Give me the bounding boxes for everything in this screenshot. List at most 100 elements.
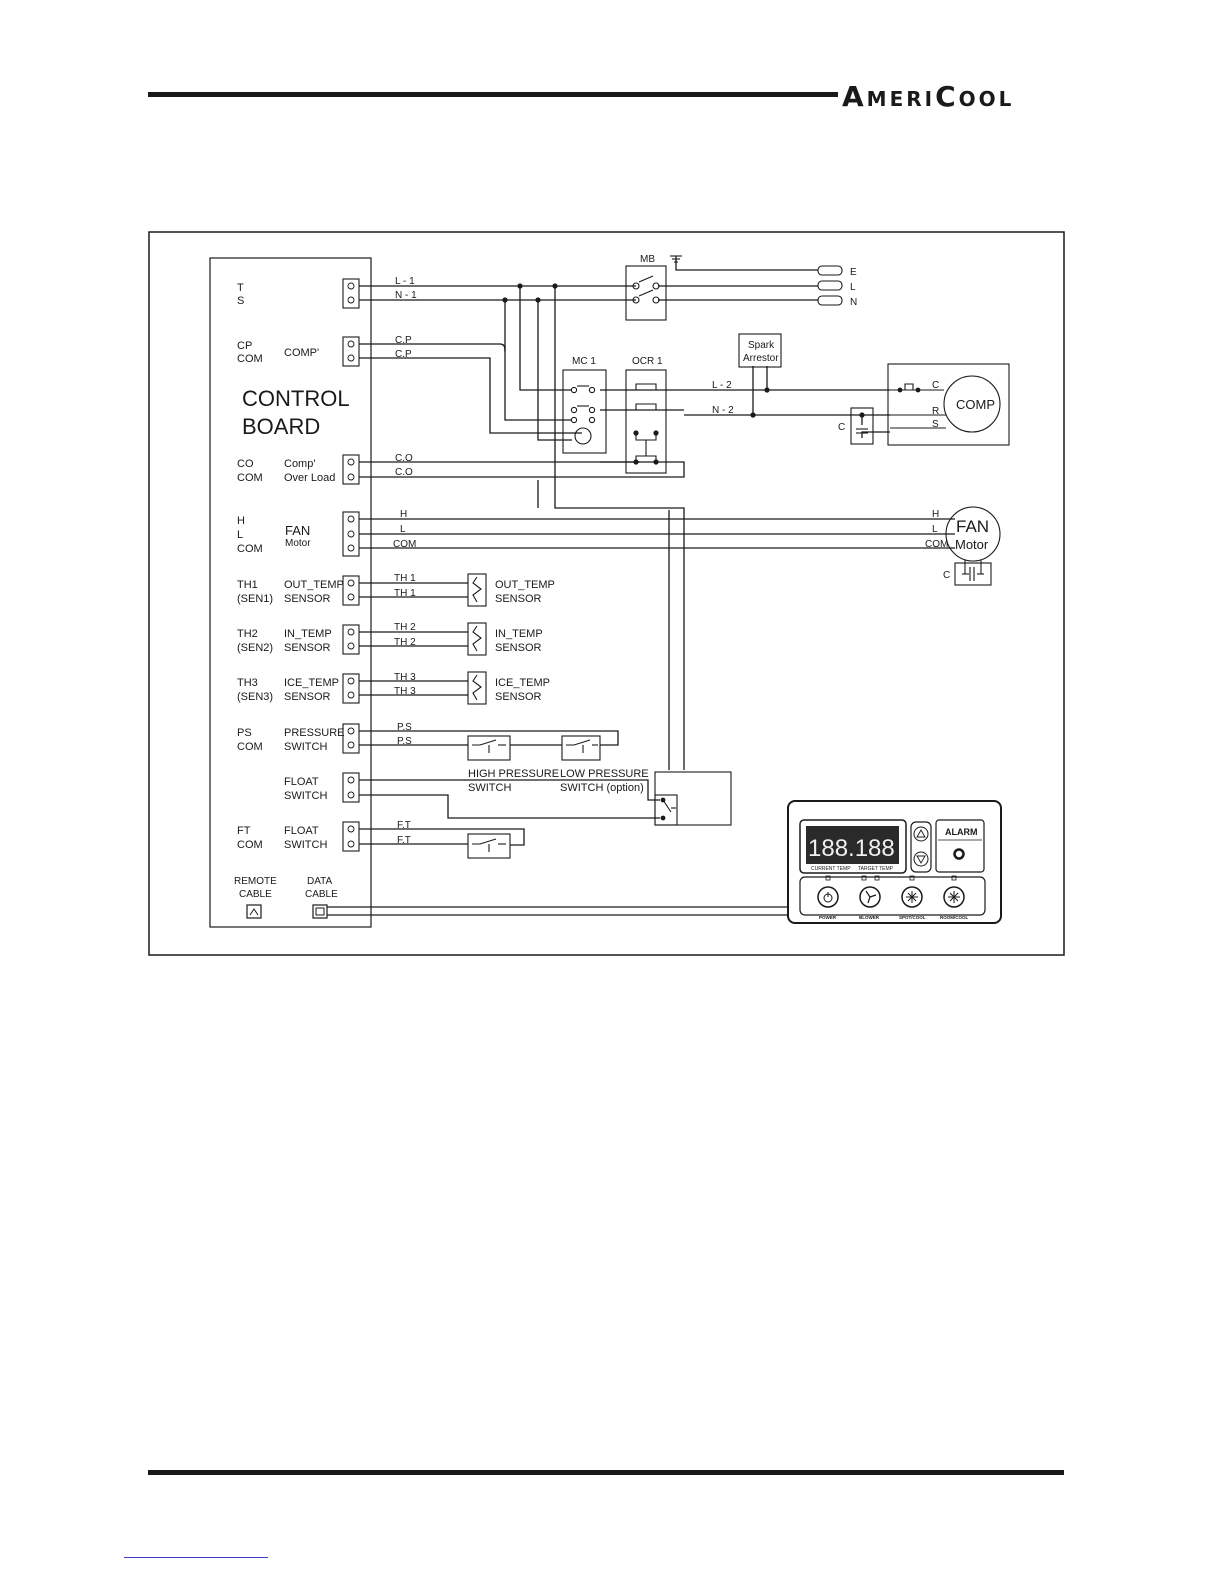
label-sen2: (SEN2) bbox=[237, 642, 273, 654]
alarm-led-icon bbox=[953, 848, 965, 860]
label-ps-com: COM bbox=[237, 741, 263, 753]
overcurrent-relay bbox=[625, 369, 667, 474]
comp-term-r: R bbox=[932, 406, 939, 417]
wire-label-ft2: F.T bbox=[397, 835, 411, 846]
header-rule bbox=[148, 92, 838, 97]
down-button[interactable] bbox=[913, 851, 929, 867]
ocr1-label: OCR 1 bbox=[632, 356, 663, 367]
fan-cap-label: C bbox=[943, 570, 950, 581]
supply-terminals bbox=[817, 265, 843, 306]
float-relay-dots bbox=[660, 797, 666, 821]
data-cable-port-icon bbox=[312, 904, 328, 919]
label-h: H bbox=[237, 515, 245, 527]
brand-logo: AMERICOOL bbox=[842, 80, 1015, 113]
label-cp: CP bbox=[237, 340, 252, 352]
wire-label-th1b: TH 1 bbox=[394, 588, 416, 599]
up-arrow-icon bbox=[916, 829, 926, 838]
label-in-temp-sensor: SENSOR bbox=[284, 642, 331, 654]
label-comp: COMP' bbox=[284, 347, 319, 359]
junction-dots bbox=[502, 283, 865, 418]
wire-label-th2a: TH 2 bbox=[394, 622, 416, 633]
high-pressure-sub: SWITCH bbox=[468, 782, 511, 794]
mb-label: MB bbox=[640, 254, 655, 265]
wire-label-l2: L - 2 bbox=[712, 380, 732, 391]
label-remote-cable: CABLE bbox=[239, 889, 272, 900]
label-out-temp: OUT_TEMP bbox=[284, 579, 344, 591]
wire-label-l1: L - 1 bbox=[395, 276, 415, 287]
comp-term-s: S bbox=[932, 419, 939, 430]
footer-link-line bbox=[124, 1557, 268, 1558]
cap-label: C bbox=[838, 422, 845, 433]
wire-label-n1: N - 1 bbox=[395, 290, 417, 301]
board-title-line2: BOARD bbox=[242, 414, 320, 439]
wire-labels: L - 1 N - 1 C.P C.P C.O C.O H L COM TH 1… bbox=[393, 276, 734, 846]
spot-cool-button[interactable] bbox=[901, 886, 923, 908]
fan-term-com: COM bbox=[925, 539, 948, 550]
sensor-ice-temp-sub: SENSOR bbox=[495, 691, 542, 703]
fan-motor bbox=[945, 506, 1001, 586]
wire-label-ps2: P.S bbox=[397, 736, 412, 747]
wire-label-th2b: TH 2 bbox=[394, 637, 416, 648]
footer-rule bbox=[148, 1470, 1064, 1475]
label-remote: REMOTE bbox=[234, 876, 277, 887]
spot-cool-label: SPOT/COOL bbox=[899, 915, 926, 920]
down-arrow-icon bbox=[916, 855, 926, 864]
wire-label-th1a: TH 1 bbox=[394, 573, 416, 584]
label-float2: FLOAT bbox=[284, 825, 319, 837]
display-screen bbox=[806, 826, 899, 864]
label-comp-ol1: Comp' bbox=[284, 458, 315, 470]
float-relay-box bbox=[654, 771, 732, 826]
snowflake-icon bbox=[906, 891, 918, 903]
run-capacitor bbox=[850, 407, 874, 445]
sensor-in-temp-label: IN_TEMP bbox=[495, 628, 543, 640]
fan-icon bbox=[865, 890, 877, 904]
snowflake-icon bbox=[948, 891, 960, 903]
label-fan-com: COM bbox=[237, 543, 263, 555]
label-pressure: PRESSURE bbox=[284, 727, 345, 739]
wire-label-th3a: TH 3 bbox=[394, 672, 416, 683]
comp-term-c: C bbox=[932, 380, 939, 391]
label-t: T bbox=[237, 282, 244, 294]
label-float2-switch: SWITCH bbox=[284, 839, 327, 851]
power-button[interactable] bbox=[817, 886, 839, 908]
magnetic-contactor bbox=[562, 369, 607, 454]
comp-terminal-dots bbox=[897, 387, 921, 393]
room-cool-label: ROOM/COOL bbox=[940, 915, 968, 920]
wire-label-h: H bbox=[400, 509, 407, 520]
terminal-blocks bbox=[342, 278, 360, 852]
wire-label-ps1: P.S bbox=[397, 722, 412, 733]
supply-n-label: N bbox=[850, 297, 857, 308]
wire-label-co2: C.O bbox=[395, 467, 413, 478]
power-label: POWER bbox=[819, 915, 837, 920]
ocr-contacts bbox=[633, 430, 659, 465]
blower-button[interactable] bbox=[859, 886, 881, 908]
label-cp-com: COM bbox=[237, 353, 263, 365]
room-cool-button[interactable] bbox=[943, 886, 965, 908]
label-pressure-switch: SWITCH bbox=[284, 741, 327, 753]
wire-label-co1: C.O bbox=[395, 453, 413, 464]
wires bbox=[327, 256, 955, 916]
label-ice-temp: ICE_TEMP bbox=[284, 677, 339, 689]
low-pressure-sub: SWITCH (option) bbox=[560, 782, 644, 794]
spark-label-2: Arrestor bbox=[743, 353, 779, 364]
temp-sensors bbox=[467, 573, 487, 705]
alarm-label: ALARM bbox=[945, 827, 978, 837]
wire-label-th3b: TH 3 bbox=[394, 686, 416, 697]
label-float1-switch: SWITCH bbox=[284, 790, 327, 802]
label-fan: FAN bbox=[285, 523, 310, 538]
main-breaker bbox=[625, 255, 682, 321]
label-th3: TH3 bbox=[237, 677, 258, 689]
pressure-switches bbox=[467, 735, 601, 761]
spark-arrestor bbox=[738, 333, 782, 368]
sensor-in-temp-sub: SENSOR bbox=[495, 642, 542, 654]
up-button[interactable] bbox=[913, 826, 929, 842]
control-board: CONTROL BOARD T S CP COM COMP' CO COM Co… bbox=[209, 257, 372, 928]
wire-label-ft1: F.T bbox=[397, 820, 411, 831]
label-co-com: COM bbox=[237, 472, 263, 484]
label-l: L bbox=[237, 529, 243, 541]
fan-term-l: L bbox=[932, 524, 938, 535]
display-current-label: CURRENT TEMP bbox=[811, 866, 851, 872]
blower-label: BLOWER bbox=[859, 915, 880, 920]
wire-label-cp1: C.P bbox=[395, 335, 412, 346]
